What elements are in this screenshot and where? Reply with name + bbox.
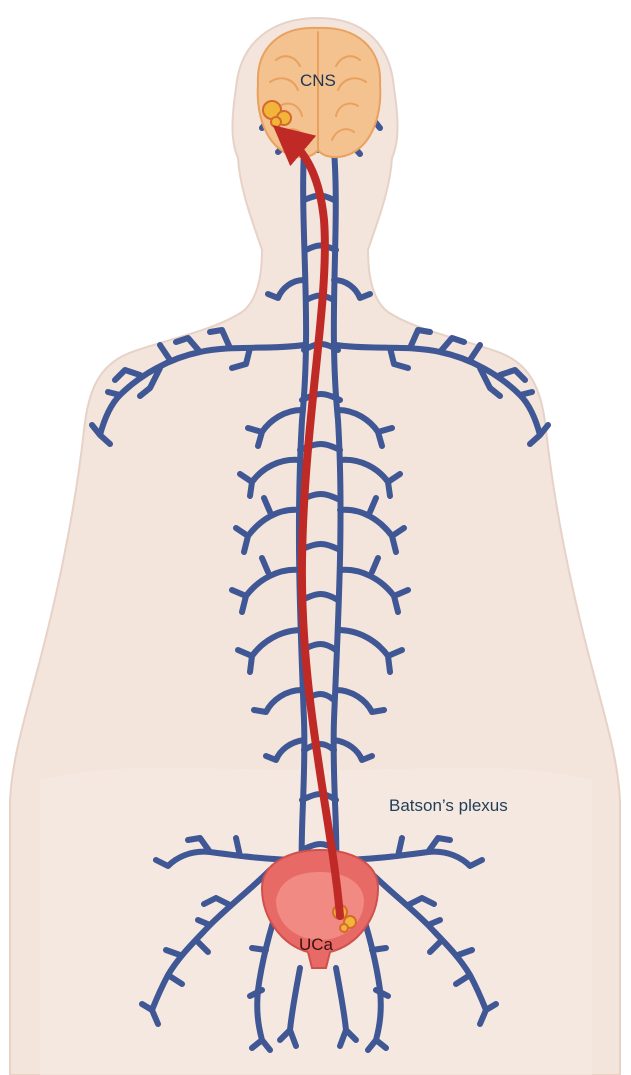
plexus-label: Batson’s plexus xyxy=(389,796,508,815)
brain-icon xyxy=(258,28,381,157)
brain-label: CNS xyxy=(300,71,336,90)
bladder-label: UCa xyxy=(299,935,334,954)
